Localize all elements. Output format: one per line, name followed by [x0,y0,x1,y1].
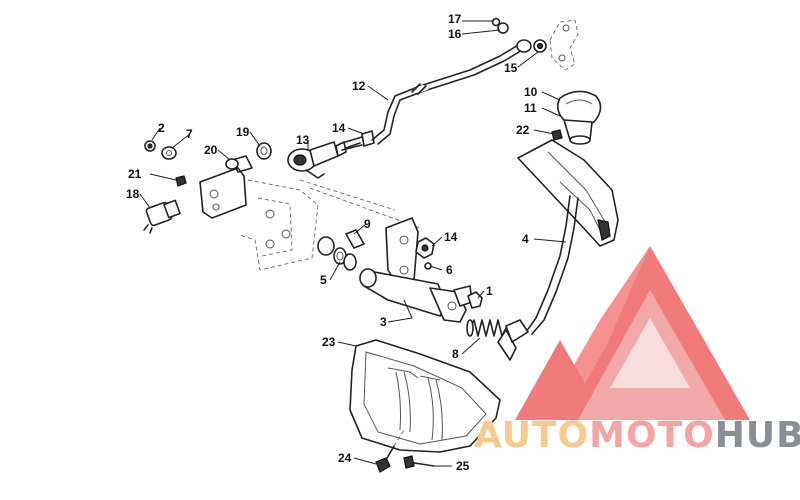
callout-2: 2 [158,121,165,135]
shift-knob-part [551,90,602,145]
watermark-hub: HUB [715,415,800,456]
shift-rod-part [371,39,532,145]
callout-3: 3 [380,315,387,329]
ball-joint-part [287,130,375,179]
watermark-moto: MOTO [589,415,715,456]
callout-21: 21 [128,167,142,181]
callout-labels: 17 16 15 12 10 11 22 14 13 2 7 19 20 21 … [126,12,538,473]
watermark-triangle-band [515,246,750,420]
callout-24: 24 [338,451,352,465]
callout-1: 1 [486,284,493,298]
shift-boot-part [517,139,619,247]
frame-bracket [239,179,421,271]
callout-18: 18 [126,187,140,201]
callout-25: 25 [456,459,470,473]
callout-22: 22 [516,123,530,137]
callout-16: 16 [448,27,462,41]
leader-lines [139,20,567,467]
watermark-text: AUTOMOTOHUB [474,415,800,456]
callout-8: 8 [452,347,459,361]
callout-17: 17 [448,12,462,26]
svg-text:AUTOMOTOHUB: AUTOMOTOHUB [474,415,800,456]
guard-cover-part [349,339,501,453]
callout-7: 7 [186,127,193,141]
callout-14b: 14 [444,230,458,244]
callout-9: 9 [364,217,371,231]
watermark-triangle-inner [610,318,690,388]
callout-10: 10 [524,85,538,99]
callout-11: 11 [524,101,537,115]
callout-13: 13 [296,133,310,147]
callout-23: 23 [322,335,336,349]
callout-5: 5 [320,273,327,287]
callout-14a: 14 [332,121,346,135]
callout-4: 4 [522,232,529,246]
callout-12: 12 [352,79,366,93]
callout-6: 6 [446,263,453,277]
callout-15: 15 [504,61,518,75]
shift-shaft-part [359,217,473,323]
shift-lever-part [497,195,579,361]
spring-part [466,319,507,337]
guard-bolts [375,429,435,473]
watermark-auto: AUTO [474,415,589,456]
rod-end-parts [491,17,579,71]
callout-20: 20 [204,143,218,157]
washer-bolt-parts [144,140,272,187]
callout-19: 19 [236,125,250,139]
switch-sensor-part [143,199,181,234]
bushing-nut-parts [317,229,483,309]
watermark-logo [515,246,750,420]
